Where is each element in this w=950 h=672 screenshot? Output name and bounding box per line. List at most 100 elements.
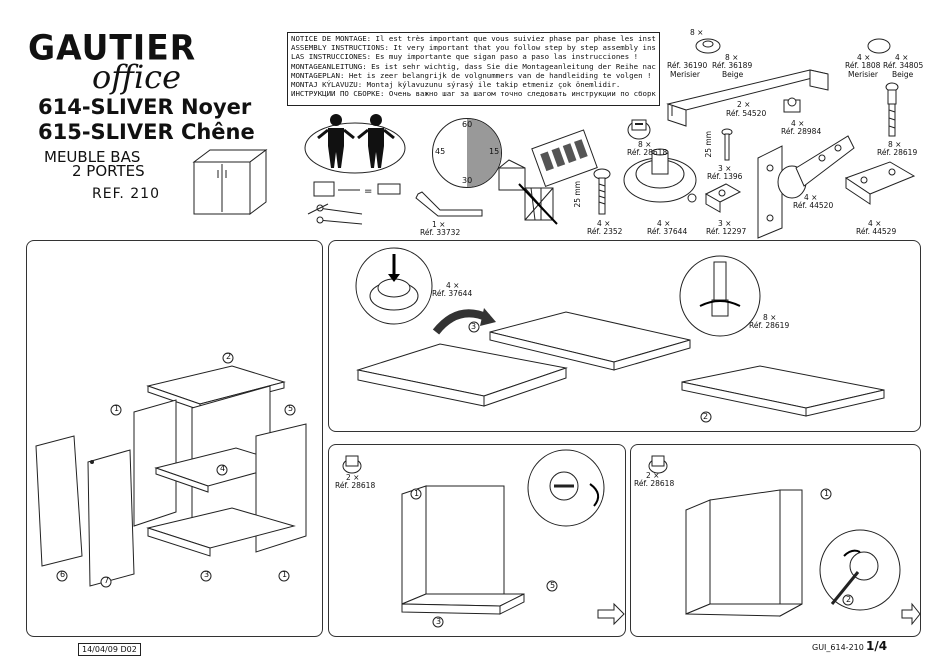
- part-28619-ref: Réf. 28619: [877, 148, 918, 157]
- assembly-notice: NOTICE DE MONTAGE: Il est très important…: [287, 32, 660, 106]
- part-34805-ref: Réf. 34805: [883, 61, 924, 70]
- allen-key-ref: Réf. 33732: [420, 228, 461, 237]
- product-description-1: MEUBLE BAS: [44, 148, 141, 166]
- callout-5: 5: [288, 404, 294, 413]
- step2-callout-3: 3: [436, 617, 442, 626]
- part-44520-ref: Réf. 44520: [793, 201, 834, 210]
- dim-25mm-left: 25 mm: [573, 180, 583, 208]
- clock-label-15: 15: [489, 147, 500, 156]
- part-44529-qty: 4 ×: [868, 219, 882, 228]
- cam-28618-icon: [627, 119, 651, 140]
- plate-44529-icon: [844, 161, 916, 205]
- notice-line-en: ASSEMBLY INSTRUCTIONS: It very important…: [291, 43, 656, 53]
- step3-cam-ref: Réf. 28618: [634, 479, 675, 488]
- step3-cam-qty: 2 ×: [646, 471, 660, 480]
- clock-label-45: 45: [435, 147, 446, 156]
- part-36189-ref: Réf. 36189: [712, 61, 753, 70]
- part-36189-qty: 8 ×: [725, 53, 739, 62]
- part-36190-note: Merisier: [670, 70, 700, 79]
- part-36189-note: Beige: [722, 70, 744, 79]
- part-54520-ref: Réf. 54520: [726, 109, 767, 118]
- step2-panel: [328, 444, 626, 637]
- screw-2352-icon: [593, 168, 611, 215]
- part-36190-ref: Réf. 36190: [667, 61, 708, 70]
- part-28984-ref: Réf. 28984: [781, 127, 822, 136]
- callout-3: 3: [204, 570, 210, 579]
- step1-bolt-qty: 8 ×: [763, 313, 777, 322]
- part-34805-note: Beige: [892, 70, 914, 79]
- model-name-2: 615-SLIVER Chêne: [38, 120, 255, 144]
- two-persons-icon: [304, 114, 406, 174]
- notice-line-tr: MONTAJ KÝLAVUZU: Montaj kýlavuzunu sýras…: [291, 80, 621, 90]
- callout-6: 6: [60, 570, 66, 579]
- product-description-2: 2 PORTES: [72, 162, 145, 180]
- callout-7: 7: [104, 576, 110, 585]
- foot-37644-icon: [623, 148, 697, 203]
- callout-1: 1: [114, 404, 120, 413]
- cap-1808-icon: [867, 38, 891, 54]
- step1-panel: [328, 240, 921, 432]
- brand-logo: GAUTIER: [28, 27, 197, 68]
- clock-label-30: 30: [462, 176, 473, 185]
- part-44529-ref: Réf. 44529: [856, 227, 897, 236]
- step1-bolt-ref: Réf. 28619: [749, 321, 790, 330]
- tools-icon: =: [307, 181, 401, 225]
- step2-cam-ref: Réf. 28618: [335, 481, 376, 490]
- part-12297-ref: Réf. 12297: [706, 227, 747, 236]
- part-28984-qty: 4 ×: [791, 119, 805, 128]
- step1-callout-3: 3: [471, 322, 477, 331]
- part-28619-qty: 8 ×: [888, 140, 902, 149]
- step2-drawing: [342, 449, 625, 628]
- callout-1b: 1: [282, 570, 288, 579]
- step2-callout-5: 5: [550, 581, 556, 590]
- screw-1396-icon: [721, 128, 733, 161]
- part-1808-qty: 4 ×: [857, 53, 871, 62]
- part-1808-note: Merisier: [848, 70, 878, 79]
- step2-callout-1: 1: [414, 489, 420, 498]
- bracket-12297-icon: [704, 183, 742, 213]
- step1-callout-2: 2: [703, 412, 709, 421]
- doc-date-code: 14/04/09 D02: [78, 643, 141, 656]
- part-1808-ref: Réf. 1808: [845, 61, 881, 70]
- step3-panel: [630, 444, 921, 637]
- part-54520-qty: 2 ×: [737, 100, 751, 109]
- part-1396-qty: 3 ×: [718, 164, 732, 173]
- part-37644-qty: 4 ×: [657, 219, 671, 228]
- cabinet-thumbnail: [192, 149, 268, 215]
- notice-line-fr: NOTICE DE MONTAGE: Il est très important…: [291, 34, 656, 43]
- clock-label-60: 60: [462, 120, 473, 129]
- exploded-view-panel: [26, 240, 323, 637]
- hinge-44520-icon: [757, 135, 855, 239]
- step3-callout-2: 2: [846, 595, 852, 604]
- bolt-28619-icon: [885, 82, 899, 137]
- exploded-view-drawing: [35, 352, 307, 588]
- allen-key-icon: [415, 191, 483, 217]
- notice-line-es: LAS INSTRUCCIONES: Es muy importante que…: [291, 52, 639, 62]
- doc-code: GUI_614-210: [812, 643, 864, 652]
- step3-drawing: [648, 455, 921, 626]
- notice-line-ru: ИНСТРУКЦИИ ПО СБОРКЕ: Очень важно шаг за…: [291, 89, 656, 99]
- connector-28984-icon: [783, 97, 801, 113]
- callout-4: 4: [220, 464, 226, 473]
- packaging-icon: [498, 129, 598, 225]
- part-28618-qty: 8 ×: [638, 140, 652, 149]
- callout-2: 2: [226, 352, 232, 361]
- dim-25mm-right: 25 mm: [704, 130, 714, 158]
- part-2352-qty: 4 ×: [597, 219, 611, 228]
- notice-line-de: MONTAGEANLEITUNG: Es ist sehr wichtig, d…: [291, 61, 656, 71]
- cap-36190-icon: [695, 38, 721, 54]
- model-name-1: 614-SLIVER Noyer: [38, 95, 252, 119]
- step1-foot-qty: 4 ×: [446, 281, 460, 290]
- part-12297-qty: 3 ×: [718, 219, 732, 228]
- step1-drawing: [355, 247, 885, 423]
- step1-foot-ref: Réf. 37644: [432, 289, 473, 298]
- allen-key-qty: 1 ×: [432, 220, 446, 229]
- product-reference: REF. 210: [92, 186, 160, 202]
- svg-text:=: =: [364, 186, 372, 197]
- part-34805-qty: 4 ×: [895, 53, 909, 62]
- page-number: 1/4: [866, 639, 888, 653]
- part-1396-ref: Réf. 1396: [707, 172, 743, 181]
- assembly-time-clock: 60 15 30 45: [432, 118, 502, 188]
- part-28618-ref: Réf. 28618: [627, 148, 668, 157]
- part-44520-qty: 4 ×: [804, 193, 818, 202]
